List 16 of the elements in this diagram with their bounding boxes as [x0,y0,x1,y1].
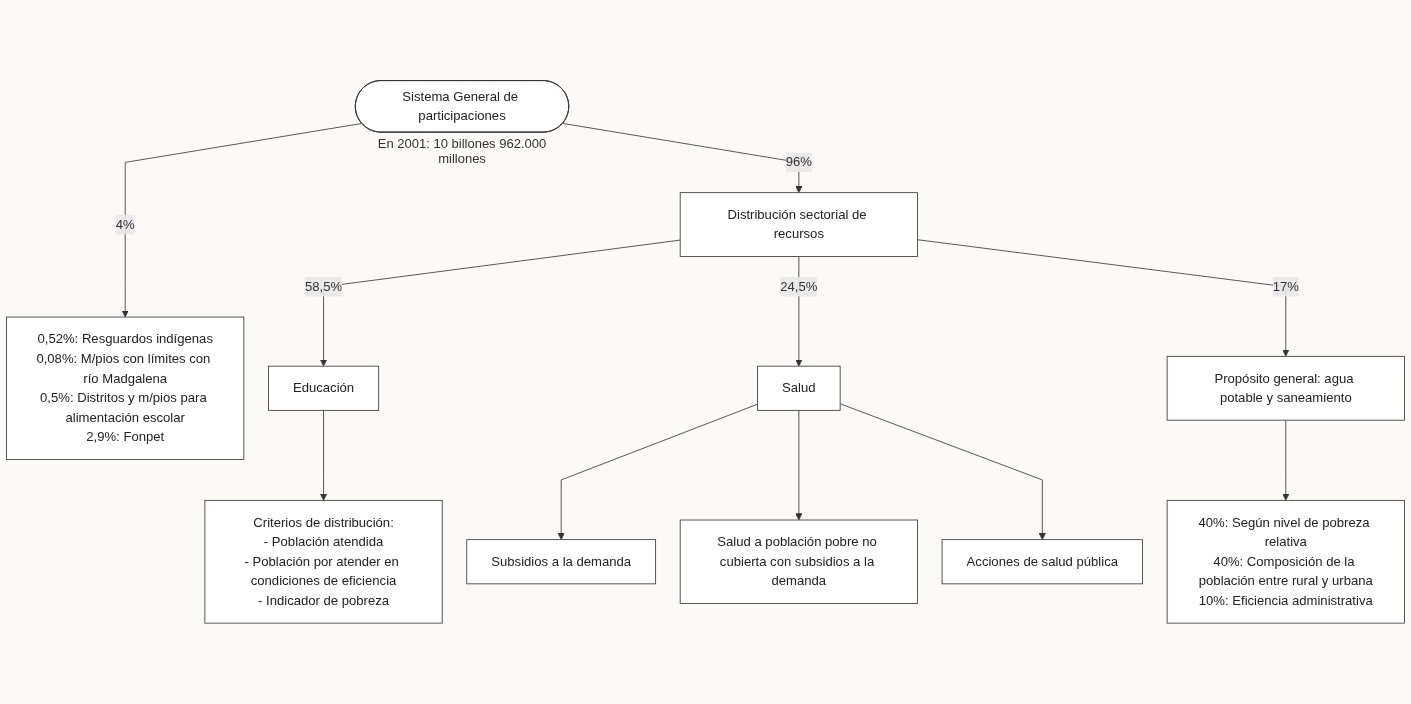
edge-label: 58,5% [304,279,343,294]
node-box: Subsidios a la demanda [466,539,657,585]
node-note: En 2001: 10 billones 962.000 millones [377,136,547,167]
edge-label: 4% [115,217,135,232]
edge-label: 17% [1272,279,1299,294]
edge-label: 24,5% [780,279,818,294]
node-box: Acciones de salud pública [941,539,1143,585]
node-box: Distribución sectorial de recursos [679,192,918,258]
node-box: 40%: Según nivel de pobreza relativa 40%: Composición de la población entre rural y urbana 10%: Eficiencia administrativa [1166,500,1405,624]
node-box: Salud a población pobre no cubierta con subsidios a la demanda [679,519,918,605]
node-box: Propósito general: agua potable y saneamiento [1166,356,1405,421]
node-box: Salud [757,365,841,411]
node-box: Educación [268,365,380,411]
node-box: 0,52%: Resguardos indígenas 0,08%: M/pios con límites con río Madgalena 0,5%: Distritos y m/pios para alimentación escolar 2,9%: Fonpet [6,316,245,461]
edge-label: 96% [785,155,812,170]
node-box: Criterios de distribución: - Población atendida - Población por atender en condiciones de eficiencia - Indicador de pobreza [204,500,443,624]
